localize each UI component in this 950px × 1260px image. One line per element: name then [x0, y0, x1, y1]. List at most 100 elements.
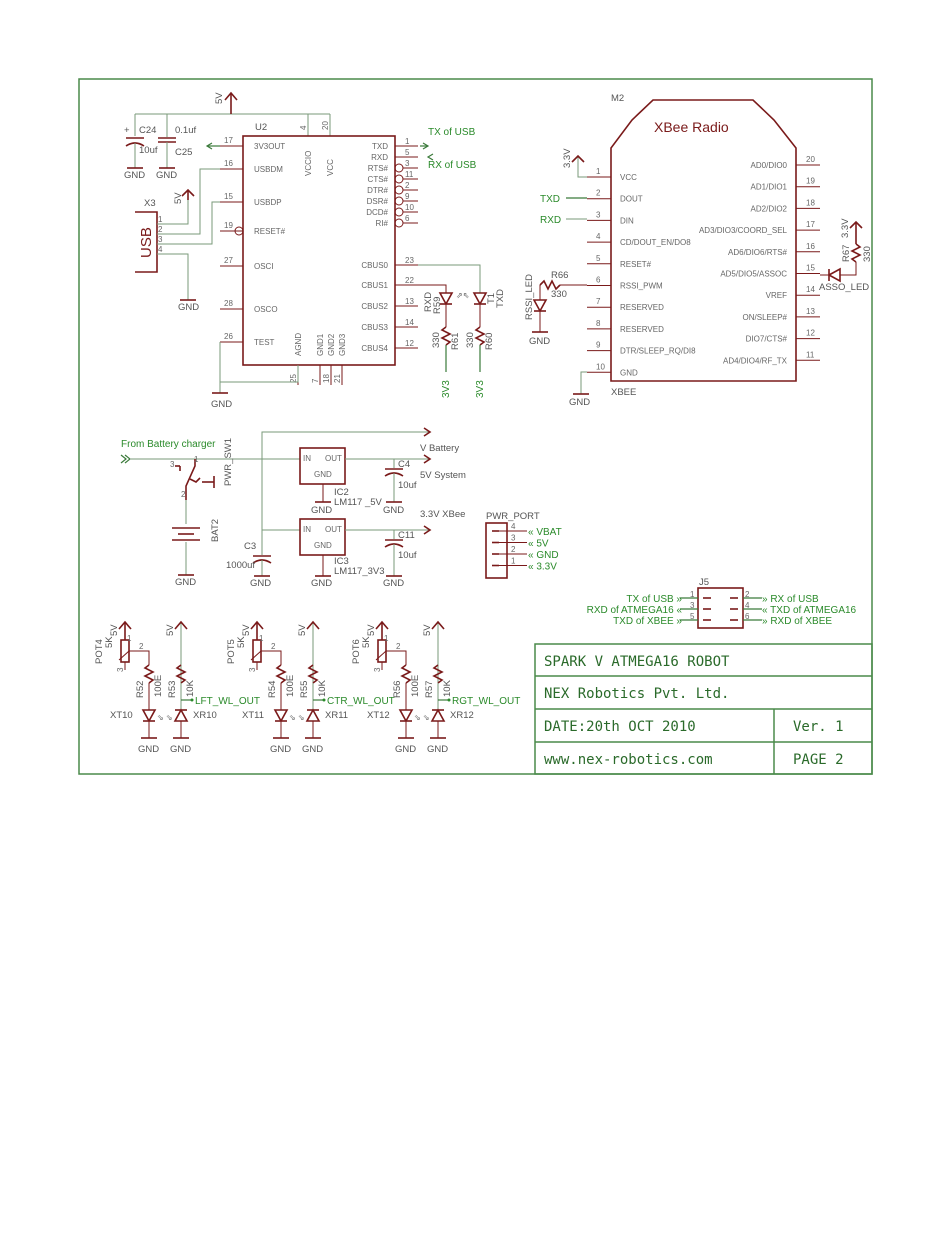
svg-text:V Battery: V Battery: [420, 443, 459, 454]
led-label: XT10: [110, 710, 133, 721]
pin-number: 7: [596, 297, 601, 306]
pin-name: 3V3OUT: [254, 142, 285, 151]
pin-name: AD6/DIO6/RTS#: [728, 248, 788, 257]
pin-name: CBUS2: [361, 302, 388, 311]
pin-name: RESET#: [254, 227, 286, 236]
project-title: SPARK V ATMEGA16 ROBOT: [544, 654, 730, 670]
pin-name: ON/SLEEP#: [743, 313, 788, 322]
pin-name: AD4/DIO4/RF_TX: [723, 356, 788, 365]
j5-net: RXD of ATMEGA16 «: [587, 605, 683, 616]
pin-number: 27: [224, 256, 233, 265]
led-label: XT12: [367, 710, 390, 721]
svg-text:10uf: 10uf: [398, 550, 417, 561]
pin-number: 15: [806, 264, 815, 273]
power-supply: From Battery charger PWR_SW1 312 GND BAT…: [120, 427, 466, 589]
svg-text:BAT2: BAT2: [210, 519, 221, 542]
j5-net: » RXD of XBEE: [762, 616, 832, 627]
resistor-value: 10K: [185, 679, 196, 697]
pin-name: CBUS1: [361, 281, 388, 290]
receiver-label: XR10: [193, 710, 217, 721]
svg-text:GND: GND: [383, 505, 404, 516]
pin-number: 16: [806, 242, 815, 251]
j5-net: » RX of USB: [762, 594, 819, 605]
pin-name: CBUS4: [361, 344, 388, 353]
svg-text:R60: R60: [484, 333, 495, 350]
pin-name: DTR/SLEEP_RQ/DI8: [620, 347, 696, 356]
svg-text:5V System: 5V System: [420, 470, 466, 481]
xbee-module: M2 XBee Radio XBEE 1VCC2DOUT3DIN4CD/DOUT…: [524, 93, 873, 408]
pin-number: 14: [405, 318, 414, 327]
svg-text:IN: IN: [303, 525, 311, 534]
svg-text:3: 3: [158, 235, 163, 244]
svg-text:RSSI_LED: RSSI_LED: [524, 274, 535, 320]
date-label: DATE:20th OCT 2010: [544, 719, 696, 735]
svg-text:2: 2: [181, 490, 186, 499]
svg-text:GND: GND: [395, 744, 416, 755]
svg-text:330: 330: [431, 332, 442, 348]
svg-text:GND: GND: [175, 577, 196, 588]
pin-number: 18: [322, 374, 331, 383]
pin-name: CTS#: [368, 175, 389, 184]
svg-text:GND: GND: [178, 302, 199, 313]
pin-name: CD/DOUT_EN/DO8: [620, 238, 691, 247]
svg-text:OUT: OUT: [325, 454, 342, 463]
svg-text:GND: GND: [211, 399, 232, 410]
svg-text:1000uf: 1000uf: [226, 560, 255, 571]
pwr-port-net: « GND: [528, 550, 559, 561]
pin-number: 11: [405, 170, 414, 179]
pin-number: 14: [806, 285, 815, 294]
svg-text:R66: R66: [551, 270, 568, 281]
pin-number: 20: [806, 155, 815, 164]
svg-text:GND: GND: [170, 744, 191, 755]
pwr-port-net: « 5V: [528, 539, 549, 550]
pin-number: 12: [405, 339, 414, 348]
sensor-output-net: CTR_WL_OUT: [327, 696, 395, 707]
pin-number: 12: [806, 329, 815, 338]
svg-text:5V: 5V: [173, 192, 184, 204]
svg-text:5V: 5V: [165, 624, 176, 636]
svg-text:C3: C3: [244, 541, 256, 552]
pin-name: GND2: [327, 333, 336, 356]
resistor-label: R53: [167, 681, 178, 698]
j5-net: TXD of XBEE »: [613, 616, 682, 627]
svg-text:330: 330: [551, 289, 567, 300]
pin-number: 5: [405, 148, 410, 157]
xbee-title: XBee Radio: [654, 119, 729, 135]
version-label: Ver. 1: [793, 719, 844, 735]
receiver-label: XR12: [450, 710, 474, 721]
pin-name: AGND: [294, 333, 303, 356]
c24-label: C24: [139, 125, 156, 136]
pin-number: 3: [511, 534, 516, 543]
pin-number: 5: [596, 254, 601, 263]
j5-net: « TXD of ATMEGA16: [762, 605, 857, 616]
svg-text:LM117 _5V: LM117 _5V: [334, 497, 383, 508]
svg-text:IN: IN: [303, 454, 311, 463]
svg-text:2: 2: [271, 642, 276, 651]
resistor-label: R54: [267, 681, 278, 698]
pin-number: 21: [333, 374, 342, 383]
svg-text:1: 1: [127, 634, 132, 643]
pin-name: AD2/DIO2: [751, 204, 788, 213]
xbee-rxd-net: RXD: [540, 215, 561, 226]
pin-number: 19: [806, 177, 815, 186]
pin-number: 3: [596, 210, 601, 219]
svg-text:2: 2: [396, 642, 401, 651]
svg-text:RXD: RXD: [423, 292, 434, 312]
pin-name: VCC: [326, 159, 335, 176]
c25-value: 0.1uf: [175, 125, 196, 136]
svg-text:XBEE: XBEE: [611, 387, 636, 398]
svg-text:3V3: 3V3: [441, 380, 452, 398]
pin-number: 3: [690, 601, 695, 610]
pin-name: AD5/DIO5/ASSOC: [720, 270, 787, 279]
pwr-port-net: « VBAT: [528, 527, 562, 538]
pin-number: 10: [596, 362, 605, 371]
sensor-output-net: RGT_WL_OUT: [452, 696, 520, 707]
svg-text:⇘ ⇘: ⇘ ⇘: [157, 713, 173, 722]
pin-name: GND1: [316, 333, 325, 356]
svg-text:3: 3: [373, 667, 382, 672]
resistor-value: 100E: [153, 675, 164, 697]
pin-number: 18: [806, 198, 815, 207]
